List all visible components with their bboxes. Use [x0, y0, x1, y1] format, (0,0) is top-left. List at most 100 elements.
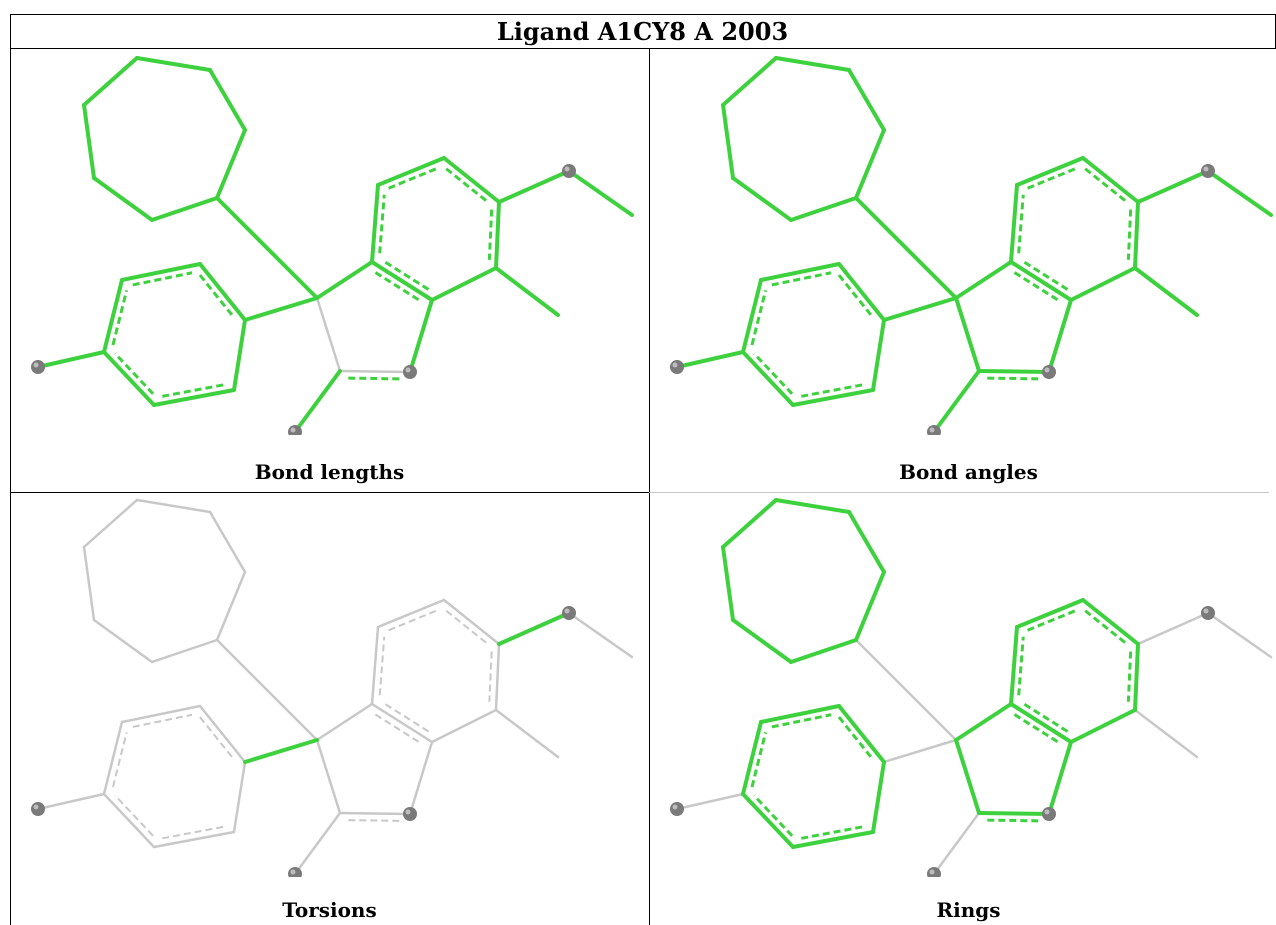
panel-rings	[651, 492, 1276, 877]
bond-ar5_a-26	[954, 702, 1013, 742]
aromatic-dash-ar6-39	[445, 167, 489, 204]
grid-line-row-divider-right	[649, 492, 1269, 493]
aromatic-dash-ph-32	[199, 716, 235, 761]
bond-ar6-20	[370, 702, 434, 744]
aromatic-dash-ar6-35	[1027, 608, 1079, 632]
grid-line-row-divider	[10, 492, 649, 493]
atom-highlight-o	[1203, 166, 1209, 172]
atom-cl	[31, 360, 45, 374]
bond-ph-13	[198, 704, 247, 764]
bond-ar6-16	[376, 598, 446, 629]
aromatic-dash-ar5-40	[1013, 271, 1061, 303]
aromatic-dash-ar6-36	[1126, 651, 1133, 702]
aromatic-dash-ar6-36	[487, 209, 494, 260]
aromatic-dash-ar5-41	[987, 818, 1041, 823]
aromatic-dash-ar6-35	[388, 608, 440, 632]
aromatic-dash-ar6-37	[1021, 701, 1069, 733]
bond-b_me-22	[494, 708, 560, 759]
aromatic-dash-ar6-38	[378, 636, 386, 696]
aromatic-dash-ph-34	[753, 352, 794, 395]
bond-hept-13	[721, 498, 778, 549]
atom-o	[1201, 164, 1215, 178]
bond-hept-6	[82, 498, 139, 549]
bond-ph-9	[152, 830, 236, 849]
bond-ar6-22	[1081, 598, 1140, 646]
bond-hept-10	[789, 638, 858, 664]
bond-ar6-17	[442, 598, 501, 646]
aromatic-dash-ph-32	[198, 274, 236, 319]
atom-highlight-n	[1044, 367, 1050, 373]
aromatic-dash-ar5-41	[348, 819, 402, 822]
aromatic-dash-ar6-36	[488, 651, 493, 702]
bond-ar5_b-0	[315, 296, 342, 373]
bond-hept-8	[847, 510, 886, 574]
bond-hept-3	[789, 196, 858, 222]
aromatic-dash-ph-32	[837, 716, 875, 761]
atom-n	[1042, 365, 1056, 379]
bond-ar5_b-26	[338, 811, 412, 816]
bond-ar6-18	[494, 642, 501, 712]
bond-b_c1-0	[854, 638, 958, 742]
bond-ar6-21	[1015, 598, 1085, 629]
bond-ar6-24	[1069, 708, 1137, 744]
bond-hept-4	[731, 176, 793, 222]
bond-ph-11	[741, 278, 763, 354]
atom-cl	[670, 360, 684, 374]
atom-o	[562, 606, 576, 620]
atom-highlight-me2	[929, 427, 935, 433]
bond-b_ome2-25	[567, 169, 634, 217]
grid-line-middle-vertical	[649, 48, 650, 925]
aromatic-dash-ar5-40	[374, 271, 422, 303]
atom-highlight-cl	[672, 362, 678, 368]
aromatic-dash-ph-31	[750, 289, 768, 346]
aromatic-dash-ar6-35	[388, 166, 440, 190]
bond-hept-3	[150, 638, 219, 664]
atom-highlight-o	[564, 166, 570, 172]
bond-b_c1-7	[215, 638, 319, 742]
bond-hept-4	[215, 128, 247, 200]
bond-ar6-20	[1009, 625, 1019, 706]
bond-b_cl-2	[675, 792, 745, 811]
atom-highlight-cl	[33, 362, 39, 368]
aromatic-dash-ar5-41	[348, 376, 402, 381]
bond-ph-8	[871, 318, 886, 392]
bond-b_c1-7	[854, 196, 958, 300]
aromatic-dash-ar6-37	[382, 701, 430, 733]
bond-ph-10	[741, 350, 795, 407]
aromatic-dash-ph-31	[750, 731, 768, 788]
bond-hept-3	[208, 68, 247, 132]
bond-ar5_b-27	[954, 296, 981, 373]
grid-line-top	[10, 14, 1275, 15]
atom-cl	[670, 802, 684, 816]
molecule-bond-angles	[670, 56, 1273, 435]
bond-ar5_b-25	[315, 738, 342, 815]
bond-b_ome1-22	[1136, 169, 1210, 204]
bond-b_ome1-29	[497, 611, 571, 646]
grid-line-title-bottom	[10, 48, 1275, 49]
bond-ar6-17	[1015, 156, 1085, 187]
aromatic-dash-ar6-38	[378, 194, 386, 254]
bond-ar5_b-29	[977, 811, 1051, 816]
bond-ph-17	[741, 720, 763, 796]
aromatic-dash-ar6-38	[1017, 194, 1025, 254]
atom-highlight-cl	[33, 804, 39, 810]
bond-hept-1	[847, 68, 886, 132]
caption-rings: Rings	[936, 898, 1001, 922]
bond-ar5_a-27	[1047, 740, 1073, 816]
aromatic-dash-ph-33	[132, 713, 193, 728]
bond-ar6-18	[370, 183, 380, 264]
bond-ar5_a-27	[315, 260, 374, 300]
bond-ar6-19	[430, 708, 498, 744]
bond-b_ph-28	[243, 738, 319, 764]
bond-ar6-20	[442, 156, 501, 204]
bond-ar5_b-28	[954, 738, 981, 815]
bond-b_ph-16	[243, 296, 319, 322]
bond-ar6-23	[1133, 642, 1140, 712]
aromatic-dash-ar6-36	[1126, 209, 1133, 260]
bond-b_cl-15	[675, 350, 745, 369]
bond-ph-15	[791, 830, 875, 849]
bond-ph-14	[871, 760, 886, 834]
bond-ph-8	[232, 760, 247, 834]
atom-highlight-me2	[290, 427, 296, 433]
bond-b_ph-14	[882, 296, 958, 322]
